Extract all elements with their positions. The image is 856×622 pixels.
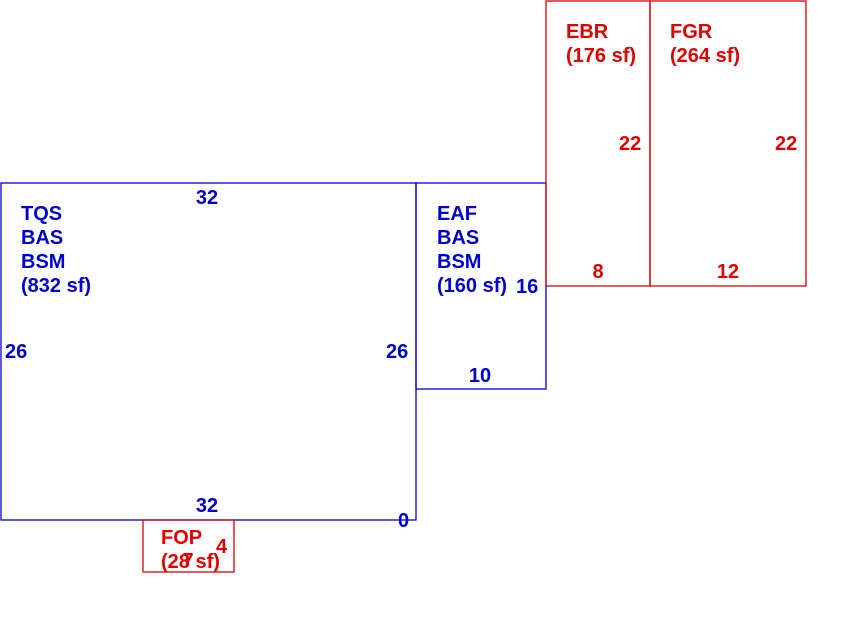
fop-dim-height: 4 (216, 536, 228, 558)
ebr-area: EBR (176 sf) 22 8 (545, 0, 651, 287)
fop-area-size: (28 sf) (161, 551, 220, 573)
main-dim-left: 26 (5, 341, 27, 363)
main-area-code: BAS (21, 227, 63, 249)
fgr-dim-right: 22 (775, 133, 797, 155)
ebr-dim-bottom: 8 (592, 261, 603, 283)
ebr-dim-right: 22 (619, 133, 641, 155)
main-dim-corner: 0 (398, 510, 409, 532)
fgr-dim-bottom: 12 (717, 261, 739, 283)
main-area: TQS BAS BSM (832 sf) 32 32 26 26 0 (0, 182, 417, 532)
main-area-code: TQS (21, 203, 62, 225)
main-dim-top: 32 (196, 187, 218, 209)
eaf-dim-right: 16 (516, 276, 538, 298)
ebr-area-size: (176 sf) (566, 45, 636, 67)
fgr-area-outline (649, 0, 807, 287)
eaf-area: EAF BAS BSM (160 sf) 16 10 (415, 182, 547, 390)
main-area-size: (832 sf) (21, 275, 91, 297)
eaf-area-code: BSM (437, 251, 481, 273)
fop-area-outline (142, 519, 235, 573)
fop-area: FOP (28 sf) 7 4 (142, 519, 235, 573)
eaf-area-code: EAF (437, 203, 477, 225)
eaf-area-size: (160 sf) (437, 275, 507, 297)
eaf-area-code: BAS (437, 227, 479, 249)
fop-area-code: FOP (161, 527, 202, 549)
fgr-area: FGR (264 sf) 22 12 (649, 0, 807, 287)
ebr-area-code: EBR (566, 21, 609, 43)
fgr-area-code: FGR (670, 21, 713, 43)
main-dim-bottom: 32 (196, 495, 218, 517)
fgr-area-size: (264 sf) (670, 45, 740, 67)
main-dim-right: 26 (386, 341, 408, 363)
fop-dim-width: 7 (182, 550, 193, 572)
main-area-code: BSM (21, 251, 65, 273)
eaf-dim-bottom: 10 (469, 365, 491, 387)
main-area-outline (0, 182, 417, 521)
